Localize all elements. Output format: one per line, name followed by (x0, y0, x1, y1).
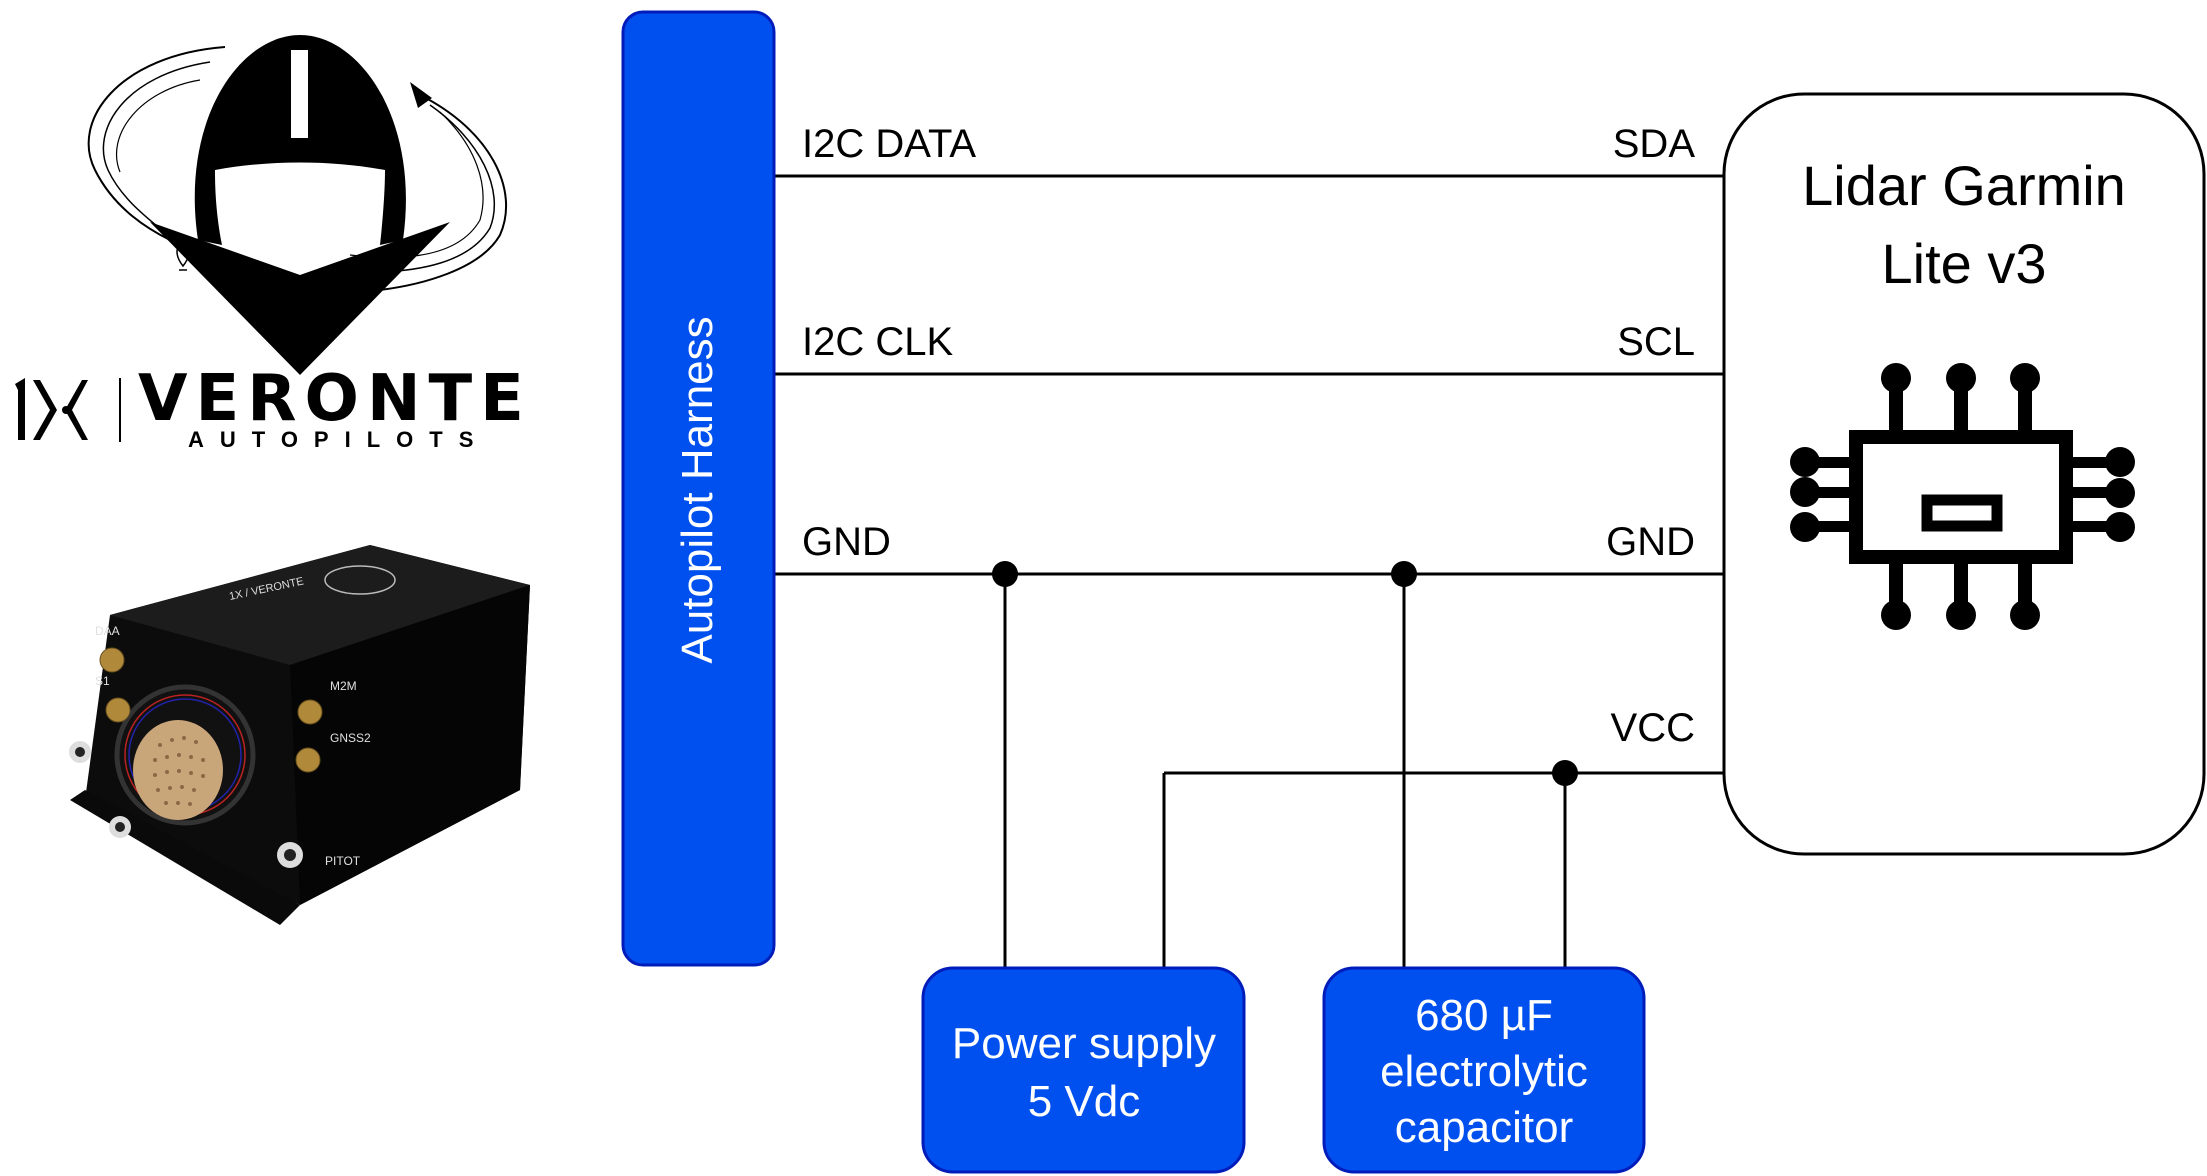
label-gnd-harness: GND (802, 520, 891, 564)
veronte-brand-logo: VERONTE AUTOPILOTS (15, 362, 532, 452)
label-scl: SCL (1617, 320, 1695, 364)
brand-subtitle: AUTOPILOTS (188, 427, 489, 452)
veronte-autopilot-unit-image: 1X / VERONTE DAA S1 M2M GNSS2 PITOT (69, 545, 530, 925)
label-i2c-data: I2C DATA (802, 122, 976, 166)
lidar-title-line1: Lidar Garmin (1802, 154, 2126, 217)
wires (774, 174, 1724, 968)
port-label-pitot: PITOT (325, 854, 361, 868)
junction-dot-vcc-cap (1552, 760, 1578, 786)
junction-dot-gnd-cap (1391, 561, 1417, 587)
port-label-gnss2: GNSS2 (330, 731, 371, 745)
label-i2c-clk: I2C CLK (802, 320, 953, 364)
power-supply-line2: 5 Vdc (1028, 1077, 1141, 1126)
label-sda: SDA (1613, 122, 1696, 166)
power-supply-block[interactable]: Power supply 5 Vdc (921, 966, 1246, 1174)
junctions (992, 561, 1578, 786)
brand-name: VERONTE (138, 362, 532, 436)
chip-icon (1790, 363, 2135, 630)
port-label-s1: S1 (95, 674, 110, 688)
autopilot-harness-block[interactable]: Autopilot Harness (621, 10, 776, 967)
capacitor-line1: 680 µF (1415, 991, 1553, 1040)
1x-mark-icon (15, 378, 121, 442)
port-label-m2m: M2M (330, 679, 357, 693)
label-vcc: VCC (1611, 706, 1695, 750)
capacitor-line2: electrolytic (1380, 1047, 1588, 1096)
capacitor-line3: capacitor (1395, 1103, 1574, 1152)
harness-label: Autopilot Harness (673, 316, 722, 663)
lidar-title-line2: Lite v3 (1882, 232, 2047, 295)
junction-dot-gnd-psu (992, 561, 1018, 587)
capacitor-block[interactable]: 680 µF electrolytic capacitor (1322, 966, 1646, 1174)
veronte-compass-logo-icon (87, 35, 508, 375)
lidar-device-block[interactable]: Lidar Garmin Lite v3 (1722, 92, 2206, 856)
power-supply-line1: Power supply (952, 1019, 1216, 1068)
port-label-daa: DAA (95, 624, 120, 638)
label-gnd-device: GND (1606, 520, 1695, 564)
